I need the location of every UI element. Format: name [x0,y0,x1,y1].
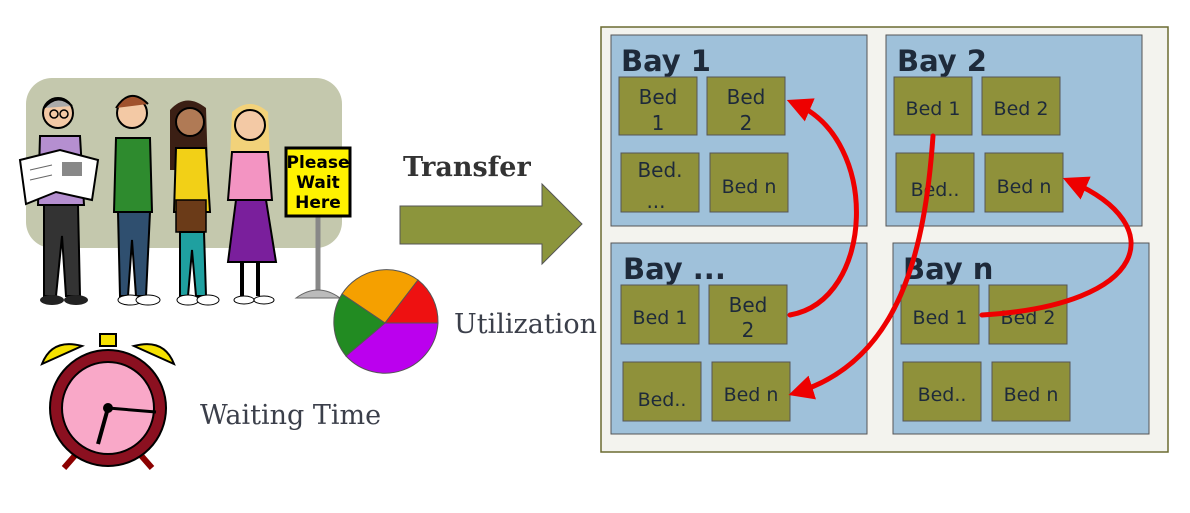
pie-chart-icon [333,269,439,374]
bed-label: Bed.. [918,384,967,406]
bed-tile[interactable]: Bed n [984,152,1064,213]
bay-title: Bay ... [623,252,726,286]
bed-label: Bed n [724,384,779,406]
bed-tile[interactable]: Bed 2 [706,76,786,136]
bed-label: Bed 2 [994,98,1049,120]
bed-tile[interactable]: Bed.. [902,361,982,422]
bed-label: Bed 1 [913,307,968,329]
bay-title: Bay 1 [621,44,711,78]
bay-title: Bay n [903,252,993,286]
bed-label: Bed [727,85,766,109]
person-pink-shirt-icon [226,104,278,305]
person-reading-icon [18,97,100,305]
bed-label: Bed n [722,176,777,198]
please-wait-sign: Please Wait Here [284,146,352,299]
bed-label: Bed 1 [633,307,688,329]
queue-people-icon: Please Wait Here [18,78,352,306]
bed-number: 2 [742,318,755,342]
bed-label: Bed [639,85,678,109]
sign-line-1: Please [287,153,350,173]
bed-number: 1 [652,111,665,135]
sign-line-2: Wait [296,173,340,193]
bed-label: Bed n [997,176,1052,198]
bed-tile[interactable]: Bed. ... [620,152,700,213]
bay-1: Bay 1 Bed 1 Bed 2 Bed. ... Bed n [610,34,868,227]
transfer-label: Transfer [403,152,531,183]
bed-tile[interactable]: Bed 1 [900,284,980,345]
arrow-bayn-bed1-to-bay2-bedn [979,176,1134,318]
bed-label: Bed.. [638,389,687,411]
person-yellow-shirt-icon [170,100,220,306]
transfer-arrows [786,98,1134,400]
utilization-label: Utilization [454,309,597,340]
bed-tile[interactable]: Bed 2 [708,284,788,345]
arrow-bay3bed2-to-bay1bed2 [786,98,859,318]
bed-tile[interactable]: Bed n [709,152,789,213]
bed-label: Bed. [637,158,682,182]
bed-tile[interactable]: Bed.. [622,361,702,422]
bed-number: 2 [740,111,753,135]
bed-label: Bed n [1004,384,1059,406]
bay-n: Bay n Bed 1 Bed 2 Bed.. Bed n [892,242,1150,435]
bay-middle: Bay ... Bed 1 Bed 2 Bed.. Bed n [610,242,868,435]
waiting-time-label: Waiting Time [200,400,381,431]
sign-line-3: Here [295,193,341,213]
alarm-clock-icon [40,333,176,470]
bed-tile[interactable]: Bed 1 [620,284,700,345]
bed-number: ... [646,189,665,213]
bed-label: Bed 1 [906,98,961,120]
bed-tile[interactable]: Bed 2 [981,76,1061,136]
bed-tile[interactable]: Bed.. [895,152,975,213]
bed-tile[interactable]: Bed 1 [618,76,698,136]
arrow-bay2bed1-to-bay3bedn [788,133,936,400]
person-green-shirt-icon [112,95,161,306]
bed-tile[interactable]: Bed n [711,361,791,422]
bay-title: Bay 2 [897,44,987,78]
bed-tile[interactable]: Bed n [991,361,1071,422]
bed-tile[interactable]: Bed 1 [893,76,973,136]
bed-label: Bed.. [911,179,960,201]
transfer-arrow-icon [399,182,583,266]
bed-label: Bed [729,293,768,317]
